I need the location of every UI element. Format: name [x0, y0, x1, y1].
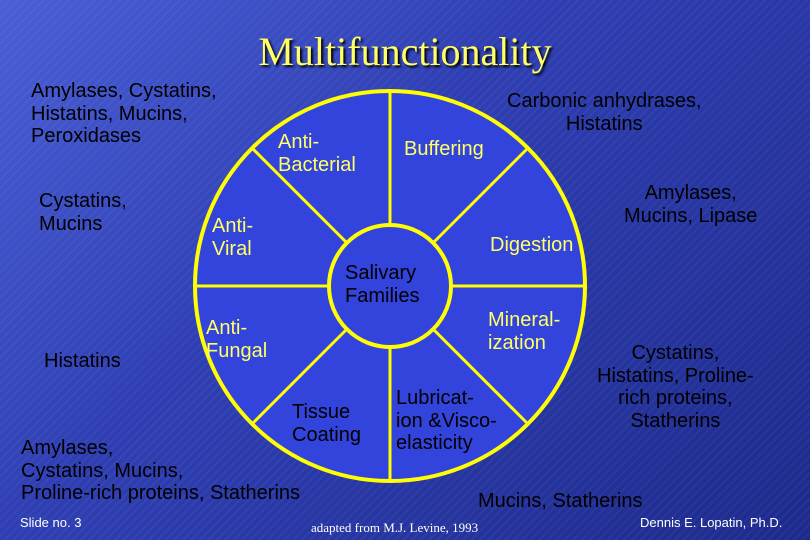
center-circle	[327, 223, 453, 349]
families-buffering: Carbonic anhydrases, Histatins	[507, 90, 702, 135]
sector-tissue-coating: Tissue Coating	[292, 401, 361, 446]
families-digestion: Amylases, Mucins, Lipase	[624, 182, 758, 227]
spoke-bottom-left	[250, 327, 349, 426]
spoke-bottom-right	[431, 327, 530, 426]
spoke-top-right	[431, 146, 530, 245]
slide-number: Slide no. 3	[20, 515, 82, 530]
families-antifungal: Histatins	[44, 350, 121, 372]
page-title: Multifunctionality	[258, 29, 552, 74]
source-credit: adapted from M.J. Levine, 1993	[311, 520, 479, 535]
sector-antiviral: Anti- Viral	[212, 215, 254, 260]
sector-digestion: Digestion	[490, 234, 574, 256]
families-mineralization: Cystatins, Histatins, Proline- rich prot…	[597, 342, 754, 432]
sector-lubrication: Lubricat- ion &Visco- elasticity	[396, 387, 497, 455]
author-credit: Dennis E. Lopatin, Ph.D.	[640, 515, 783, 530]
families-lubrication: Mucins, Statherins	[478, 490, 643, 512]
sector-buffering: Buffering	[404, 138, 484, 160]
sector-mineralization: Mineral- ization	[488, 309, 561, 354]
families-antiviral: Cystatins, Mucins	[39, 190, 127, 235]
sector-antibacterial: Anti- Bacterial	[278, 131, 356, 176]
families-antibacterial: Amylases, Cystatins, Histatins, Mucins, …	[31, 80, 217, 148]
center-label: Salivary Families	[345, 262, 420, 307]
families-tissue-coating: Amylases, Cystatins, Mucins, Proline-ric…	[21, 437, 301, 505]
sector-antifungal: Anti- Fungal	[206, 317, 268, 362]
spoke-top-left	[250, 146, 349, 245]
